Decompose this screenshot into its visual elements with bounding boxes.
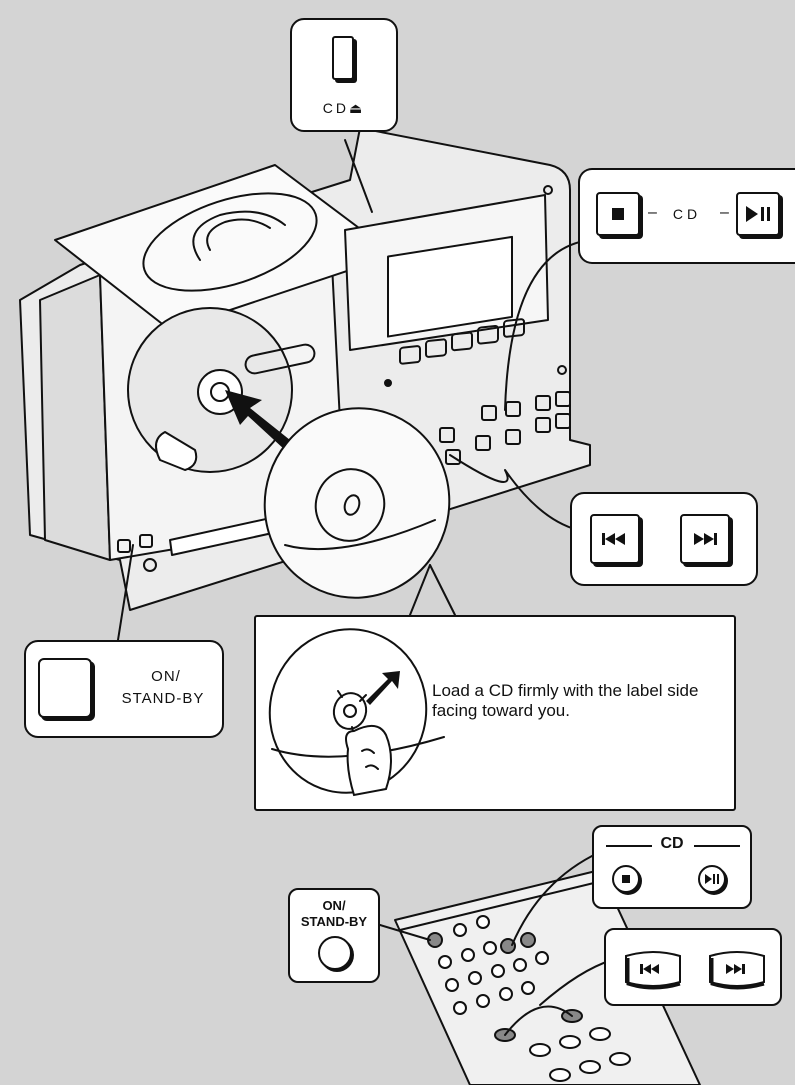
skip-back-button[interactable] [590,514,640,564]
cd-controls-callout: CD – – [578,168,795,264]
label-dash-left: – [648,204,657,222]
power-unit-line2: STAND-BY [106,690,220,707]
power-unit-button[interactable] [38,658,92,718]
remote-cd-rule-left [606,845,652,847]
disc-insertion-diagram [258,619,448,809]
remote-cd-stop-button[interactable] [612,865,640,893]
skip-forward-button[interactable] [680,514,730,564]
remote-power-line1: ON/ [290,898,378,913]
remote-power-callout: ON/ STAND-BY [288,888,380,983]
label-dash-right: – [720,204,729,222]
remote-power-button[interactable] [318,936,352,970]
remote-cd-callout: CD [592,825,752,909]
stop-icon [622,875,630,883]
cd-controls-label: CD [652,206,722,222]
remote-power-line2: STAND-BY [290,914,378,929]
cd-play-pause-button[interactable] [736,192,780,236]
skip-buttons-callout [570,492,758,586]
remote-cd-play-pause-button[interactable] [698,865,726,893]
remote-cd-label: CD [652,835,692,853]
cd-eject-label: CD⏏ [292,100,396,117]
remote-skip-callout [604,928,782,1006]
instruction-panel: Load a CD firmly with the label side fac… [254,615,736,811]
remote-cd-rule-right [694,845,740,847]
play-pause-icon [738,194,778,234]
skip-back-icon [592,516,638,562]
cd-eject-button[interactable] [332,36,354,80]
power-unit-callout: ON/ STAND-BY [24,640,224,738]
instruction-text: Load a CD firmly with the label side fac… [432,681,732,721]
skip-forward-icon [682,516,728,562]
power-unit-line1: ON/ [116,668,216,685]
play-pause-icon [700,867,724,891]
remote-skip-forward-button[interactable] [702,944,772,994]
cd-eject-callout: CD⏏ [290,18,398,132]
cd-stop-button[interactable] [596,192,640,236]
stop-icon [612,208,624,220]
remote-skip-back-button[interactable] [618,944,688,994]
